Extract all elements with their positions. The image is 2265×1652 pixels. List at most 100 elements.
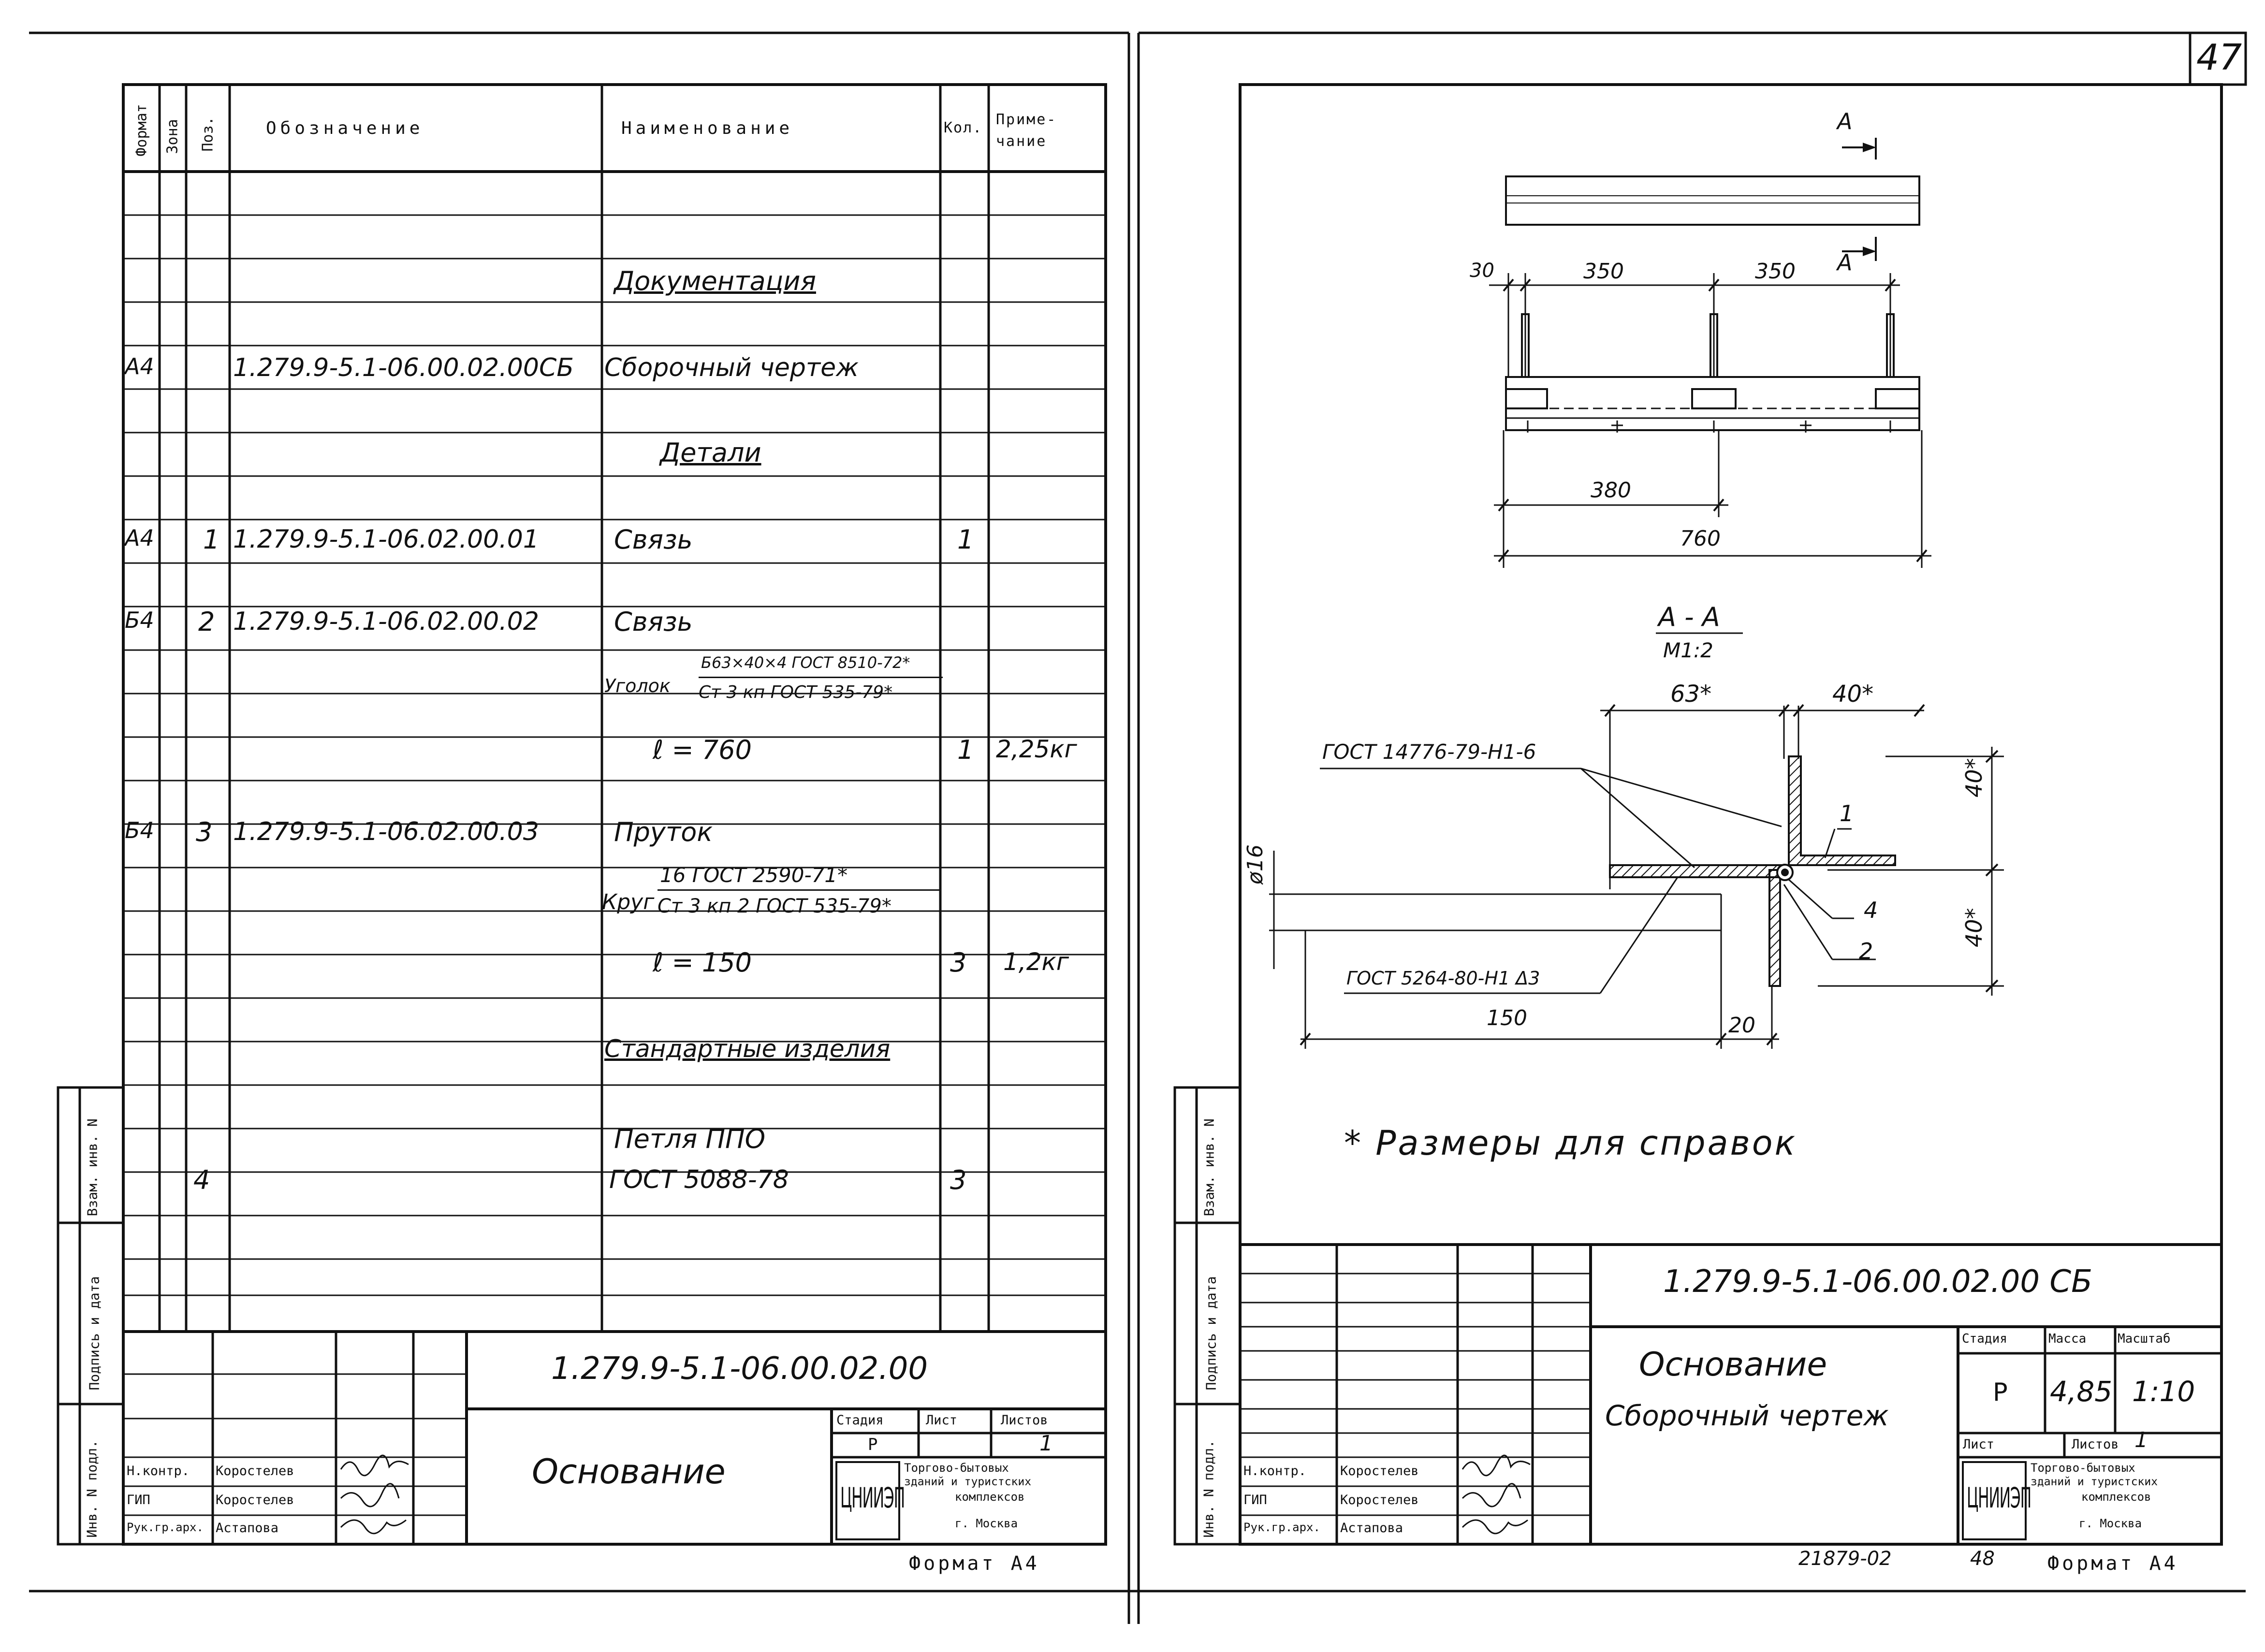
- right-tb-org-2: зданий и туристских: [2031, 1476, 2158, 1488]
- row3-material-fraction-line: [699, 677, 943, 678]
- left-format: Формат А4: [909, 1552, 1040, 1575]
- signatures: [340, 1454, 1531, 1535]
- right-tb-masshtab-label: Масштаб: [2118, 1332, 2171, 1346]
- header-designation: Обозначение: [266, 118, 424, 138]
- header-note: Приме- чание: [996, 111, 1057, 150]
- right-tb-org-logo: ЦНИИЭП: [1967, 1481, 2031, 1514]
- row1-designation: 1.279.9-5.1-06.00.02.00СБ: [233, 353, 574, 382]
- right-tb-list-label: Лист: [1963, 1437, 1995, 1452]
- dim-40-right-1: 40*: [1961, 758, 1987, 797]
- row2-pos: 1: [203, 524, 220, 555]
- section-scale: М1:2: [1663, 638, 1713, 662]
- row5-pos: 4: [193, 1165, 210, 1195]
- section-title: А - А: [1658, 602, 1720, 632]
- row4-note: 1,2кг: [1003, 948, 1069, 976]
- right-tb-massa: 4,85: [2050, 1375, 2113, 1408]
- row1-format: А4: [125, 353, 154, 379]
- right-tb-role-2: ГИП: [1243, 1493, 1267, 1507]
- right-tb-stadia-label: Стадия: [1962, 1332, 2007, 1346]
- header-name: Наименование: [621, 118, 794, 138]
- left-tb-role-3: Рук.гр.арх.: [127, 1521, 204, 1534]
- right-tb-title: Основание: [1639, 1346, 1827, 1384]
- right-archive-number: 21879-02: [1798, 1548, 1892, 1570]
- row4-format: Б4: [125, 817, 154, 843]
- row4-material-prefix: Круг: [602, 890, 655, 914]
- right-tb-stadia: Р: [1993, 1378, 2008, 1407]
- dim-diameter: ø16: [1243, 844, 1268, 884]
- right-tb-name-3: Астапова: [1340, 1521, 1403, 1536]
- right-tb-subtitle: Сборочный чертеж: [1605, 1399, 1889, 1432]
- dim-40-right-2: 40*: [1961, 908, 1987, 947]
- section-view: [1269, 632, 2004, 1049]
- row4-qty: 3: [950, 947, 967, 978]
- dim-760: 760: [1680, 526, 1721, 551]
- left-tb-org-2: зданий и туристских: [904, 1476, 1032, 1488]
- left-tb-name-3: Астапова: [216, 1521, 279, 1536]
- dim-40-top: 40*: [1832, 681, 1874, 708]
- row4-designation: 1.279.9-5.1-06.02.00.03: [233, 817, 539, 846]
- right-tb-listov: 1: [2134, 1428, 2148, 1452]
- left-tb-org-1: Торгово-бытовых: [904, 1461, 1009, 1475]
- row3-qty: 1: [957, 735, 974, 765]
- row2-designation: 1.279.9-5.1-06.02.00.01: [233, 525, 539, 554]
- right-tb-role-1: Н.контр.: [1243, 1464, 1307, 1478]
- row3-designation: 1.279.9-5.1-06.02.00.02: [233, 607, 539, 636]
- row2-format: А4: [125, 525, 154, 551]
- row3-note: 2,25кг: [996, 735, 1077, 763]
- dim-350-a: 350: [1583, 259, 1624, 284]
- dim-150: 150: [1487, 1006, 1527, 1030]
- row4-pos: 3: [196, 817, 213, 847]
- row3-material-bottom: Ст 3 кп ГОСТ 535-79*: [699, 682, 893, 702]
- left-stamp-vzam: Взам. инв. N: [84, 1118, 101, 1217]
- section-standard: Стандартные изделия: [604, 1035, 891, 1063]
- row3-length: ℓ = 760: [653, 735, 752, 765]
- left-tb-title: Основание: [532, 1452, 726, 1492]
- left-tb-listov-label: Листов: [1001, 1413, 1048, 1428]
- right-tb-org-3: комплексов: [2081, 1490, 2151, 1504]
- left-tb-org-3: комплексов: [955, 1490, 1025, 1504]
- dim-380: 380: [1591, 478, 1631, 503]
- right-tb-masshtab: 1:10: [2132, 1375, 2195, 1408]
- left-tb-org-logo: ЦНИИЭП: [840, 1481, 905, 1514]
- row5-name-b: ГОСТ 5088-78: [609, 1165, 789, 1194]
- dim-30: 30: [1470, 260, 1494, 282]
- right-tb-code: 1.279.9-5.1-06.00.02.00 СБ: [1663, 1264, 2092, 1300]
- section-documentation: Документация: [614, 266, 816, 296]
- plan-view: [1489, 138, 1931, 568]
- left-tb-stadia: Р: [868, 1435, 878, 1454]
- callout-pos-4: 4: [1864, 897, 1878, 923]
- right-stamp-inv: Инв. N подл.: [1200, 1440, 1217, 1538]
- row1-name: Сборочный чертеж: [604, 353, 859, 382]
- right-tb-role-3: Рук.гр.арх.: [1243, 1521, 1320, 1534]
- row4-name: Пруток: [614, 817, 713, 847]
- right-stamp-podpis: Подпись и дата: [1203, 1276, 1219, 1391]
- row3-format: Б4: [125, 607, 154, 633]
- callout-pos-2: 2: [1859, 938, 1873, 964]
- section-mark-bottom: А: [1837, 249, 1853, 275]
- row4-material-top: 16 ГОСТ 2590-71*: [660, 863, 848, 887]
- left-tb-listov: 1: [1039, 1431, 1053, 1456]
- page-number: 47: [2196, 37, 2242, 78]
- header-qty: Кол.: [944, 119, 983, 136]
- header-format: Формат: [133, 104, 150, 157]
- left-stamp-podpis: Подпись и дата: [86, 1276, 102, 1391]
- left-tb-stadia-label: Стадия: [836, 1413, 884, 1428]
- left-tb-role-1: Н.контр.: [127, 1464, 190, 1478]
- right-tb-org-4: г. Москва: [2079, 1517, 2142, 1530]
- dim-350-b: 350: [1755, 259, 1796, 284]
- header-pos: Поз.: [199, 116, 217, 152]
- dim-63: 63*: [1670, 681, 1712, 708]
- callout-pos-1: 1: [1840, 800, 1854, 826]
- row3-material-top: Б63×40×4 ГОСТ 8510-72*: [701, 653, 910, 672]
- dim-20: 20: [1728, 1013, 1755, 1038]
- left-tb-list-label: Лист: [926, 1413, 958, 1428]
- section-details: Детали: [660, 437, 761, 468]
- row4-material-fraction-line: [658, 889, 940, 891]
- row2-name: Связь: [614, 524, 693, 555]
- row3-material-prefix: Уголок: [604, 675, 671, 696]
- left-tb-code: 1.279.9-5.1-06.00.02.00: [551, 1351, 928, 1387]
- weld-callout-2: ГОСТ 5264-80-Н1 Δ3: [1346, 968, 1540, 989]
- right-stamp-vzam: Взам. инв. N: [1201, 1118, 1217, 1217]
